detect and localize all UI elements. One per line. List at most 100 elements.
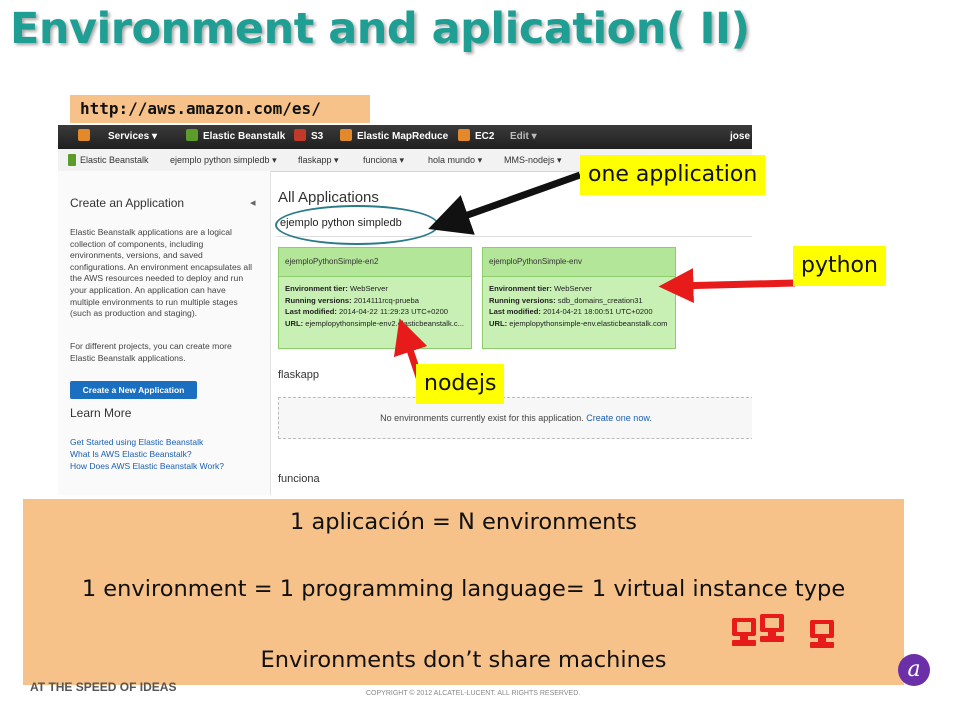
field-value: WebServer [350,284,388,293]
topbar-label: S3 [311,131,324,142]
field-value: sdb_domains_creation31 [557,295,643,305]
info-box: 1 aplicación = N environments 1 environm… [23,499,904,685]
field-label: Last modified: [285,307,337,316]
field-value: 2014111rcq-prueba [353,295,419,305]
all-applications-heading: All Applications [278,189,379,206]
field-value: 2014-04-21 18:00:51 UTC+0200 [543,307,653,316]
env-url-row: URL: ejemplopythonsimple-env.elasticbean… [483,318,675,330]
env-versions-row: Running versions: sdb_domains_creation31 [483,295,675,307]
services-label: Services [108,131,150,142]
computer-icon [732,618,756,646]
topbar-label: Elastic Beanstalk [203,131,286,142]
topbar-label: Elastic MapReduce [357,131,449,142]
info-line-1: 1 aplicación = N environments [289,509,637,535]
services-menu[interactable]: Services ▾ [108,125,157,149]
computer-icon [810,620,834,648]
field-value: 2014-04-22 11:29:23 UTC+0200 [339,307,449,316]
chevron-down-icon: ▾ [151,131,157,142]
env-modified-row: Last modified: 2014-04-22 11:29:23 UTC+0… [279,306,471,318]
info-line-3: Environments don’t share machines [260,647,667,673]
chevron-down-icon: ▾ [477,155,483,165]
subbar-item-app1[interactable]: ejemplo python simpledb ▾ [170,149,277,171]
subbar-label: funciona [363,155,398,165]
console-sub-bar: Elastic Beanstalk ejemplo python simpled… [58,149,752,172]
subbar-item-funciona[interactable]: funciona ▾ [363,149,404,171]
footer-copyright: COPYRIGHT © 2012 ALCATEL-LUCENT. ALL RIG… [366,690,581,697]
empty-message: No environments currently exist for this… [380,413,584,423]
learn-more-heading: Learn More [70,406,132,420]
chevron-down-icon: ▾ [334,155,339,165]
subbar-label: flaskapp [298,155,332,165]
divider [276,236,752,237]
service-label: Elastic Beanstalk [80,155,149,165]
subbar-label: hola mundo [428,155,476,165]
field-value: WebServer [554,284,592,293]
chevron-down-icon: ▾ [399,155,405,165]
console-top-bar: Services ▾ Elastic Beanstalk S3 Elastic … [58,125,752,149]
beanstalk-icon [68,154,76,166]
chevron-down-icon: ▾ [272,155,277,165]
url-label[interactable]: http://aws.amazon.com/es/ [70,95,370,123]
create-environment-link[interactable]: Create one now. [586,413,652,423]
field-label: Environment tier: [489,284,552,293]
env-tier-row: Environment tier: WebServer [483,283,675,295]
env-tier-row: Environment tier: WebServer [279,283,471,295]
environment-card[interactable]: ejemploPythonSimple-en2 Environment tier… [278,247,472,349]
subbar-label: MMS-nodejs [504,155,555,165]
subbar-item-flaskapp[interactable]: flaskapp ▾ [298,149,339,171]
computer-icon [760,614,784,642]
funciona-heading[interactable]: funciona [278,473,320,485]
highlight-ring [275,205,439,245]
learn-more-link[interactable]: What Is AWS Elastic Beanstalk? [70,449,192,459]
edit-label: Edit [510,131,529,142]
field-label: Environment tier: [285,284,348,293]
field-label: URL: [285,318,304,328]
footer-tagline: AT THE SPEED OF IDEAS [30,680,177,694]
field-label: Running versions: [285,295,352,305]
topbar-label: EC2 [475,131,495,142]
callout-python: python [793,246,886,286]
alcatel-lucent-logo: a [898,654,930,686]
env-url-link[interactable]: ejemplopythonsimple-env.elasticbeanstalk… [509,318,668,328]
env-modified-row: Last modified: 2014-04-21 18:00:51 UTC+0… [483,306,675,318]
topbar-item-emr[interactable]: Elastic MapReduce [340,125,448,149]
service-breadcrumb[interactable]: Elastic Beanstalk [68,149,149,171]
description-text: For different projects, you can create m… [70,341,232,363]
description-text: Elastic Beanstalk applications are a log… [70,227,253,319]
edit-menu[interactable]: Edit ▾ [510,125,537,149]
env-versions-row: Running versions: 2014111rcq-prueba [279,295,471,307]
env-url-link[interactable]: ejemplopythonsimple-env2.elasticbeanstal… [305,318,464,328]
s3-icon [294,129,306,141]
learn-more-link[interactable]: Get Started using Elastic Beanstalk [70,437,204,447]
aws-logo-icon[interactable] [78,125,95,149]
callout-one-application: one application [580,155,766,195]
ec2-icon [458,129,470,141]
topbar-item-ec2[interactable]: EC2 [458,125,494,149]
topbar-item-beanstalk[interactable]: Elastic Beanstalk [186,125,285,149]
environment-card[interactable]: ejemploPythonSimple-env Environment tier… [482,247,676,349]
computer-icons [732,614,834,648]
field-label: Last modified: [489,307,541,316]
topbar-item-s3[interactable]: S3 [294,125,323,149]
chevron-down-icon: ▾ [557,155,562,165]
learn-more-link[interactable]: How Does AWS Elastic Beanstalk Work? [70,461,225,471]
beanstalk-icon [186,129,198,141]
field-label: Running versions: [489,295,556,305]
subbar-label: ejemplo python simpledb [170,155,270,165]
slide-title: Environment and aplication( II) [10,4,750,54]
left-panel: Create an Application ◂ Elastic Beanstal… [58,171,271,495]
create-application-button[interactable]: Create a New Application [70,381,197,399]
create-application-heading: Create an Application [70,196,185,210]
collapse-icon[interactable]: ◂ [250,197,256,209]
subbar-item-hola-mundo[interactable]: hola mundo ▾ [428,149,482,171]
chevron-down-icon: ▾ [531,131,537,142]
environment-name[interactable]: ejemploPythonSimple-en2 [279,248,471,277]
flaskapp-heading[interactable]: flaskapp [278,369,319,381]
emr-icon [340,129,352,141]
environment-name[interactable]: ejemploPythonSimple-env [483,248,675,277]
env-url-row: URL: ejemplopythonsimple-env2.elasticbea… [279,318,471,330]
empty-environments-box: No environments currently exist for this… [278,397,752,439]
callout-nodejs: nodejs [416,364,505,404]
user-menu[interactable]: jose [730,131,751,142]
subbar-item-mms-nodejs[interactable]: MMS-nodejs ▾ [504,149,562,171]
